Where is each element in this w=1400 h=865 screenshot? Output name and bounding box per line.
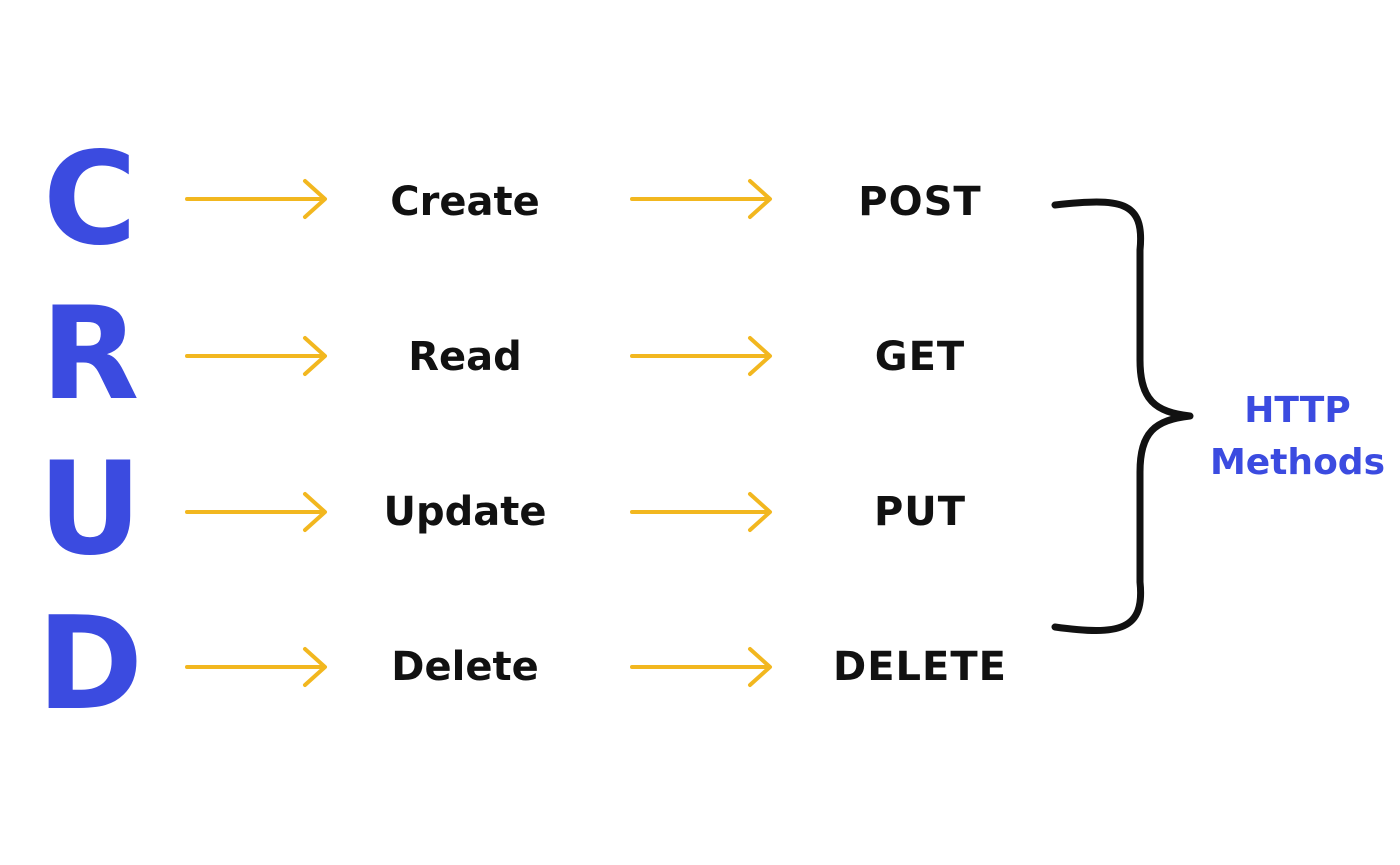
arrow-right-icon: [185, 336, 327, 376]
curly-brace-icon: [1051, 198, 1194, 635]
operation-create: Create: [390, 179, 540, 225]
letter-d: D: [36, 590, 144, 739]
operation-delete: Delete: [391, 644, 539, 690]
arrow-right-icon: [185, 647, 327, 687]
group-label-line1: HTTP: [1244, 390, 1351, 431]
group-label-line2: Methods: [1209, 442, 1385, 483]
letter-c: C: [43, 125, 137, 274]
arrow-right-icon: [630, 492, 772, 532]
method-put: PUT: [873, 489, 967, 535]
operation-read: Read: [408, 334, 522, 380]
method-post: POST: [858, 179, 982, 225]
arrow-right-icon: [630, 647, 772, 687]
arrow-right-icon: [185, 492, 327, 532]
operation-update: Update: [383, 489, 547, 535]
method-delete: DELETE: [833, 644, 1007, 690]
arrow-right-icon: [630, 179, 772, 219]
letter-r: R: [40, 280, 140, 429]
arrow-right-icon: [185, 179, 327, 219]
method-get: GET: [874, 334, 966, 380]
http-methods-label: HTTP Methods: [1195, 385, 1400, 489]
arrow-right-icon: [630, 336, 772, 376]
letter-u: U: [38, 435, 142, 584]
